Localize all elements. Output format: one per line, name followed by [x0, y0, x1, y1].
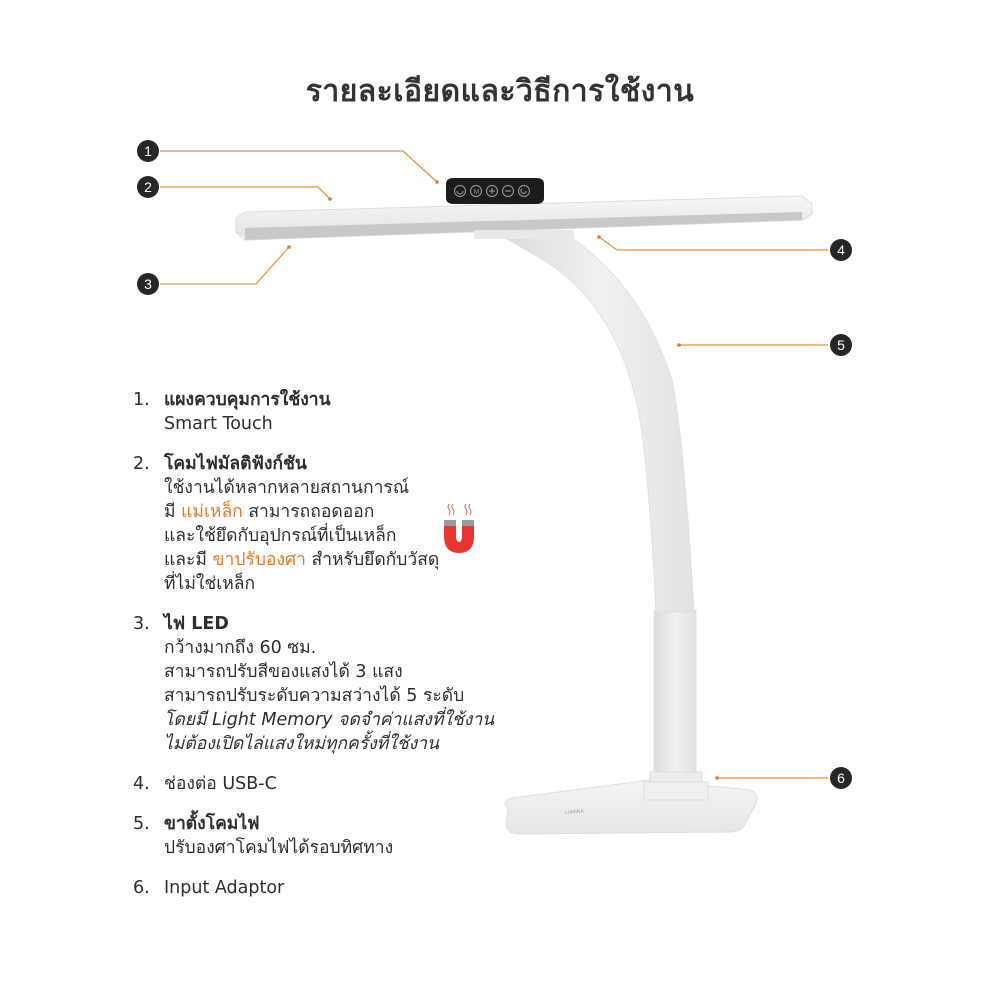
feature-number: 4.	[133, 774, 150, 794]
feature-text: มี	[164, 502, 176, 522]
feature-line: Smart Touch	[164, 414, 273, 434]
mode-icon	[469, 184, 483, 198]
svg-text:M: M	[474, 189, 480, 196]
page-title: รายละเอียดและวิธีการใช้งาน	[305, 74, 695, 109]
feature-line: ไม่ต้องเปิดไล่แสงใหม่ทุกครั้งที่ใช้งาน	[164, 734, 439, 754]
lamp-pole	[643, 609, 709, 801]
light-bar	[235, 195, 813, 241]
feature-item-6: 6. Input Adaptor	[133, 876, 553, 900]
power-icon	[453, 184, 467, 198]
timer-icon	[517, 184, 531, 198]
feature-line: ใช้งานได้หลากหลายสถานการณ์	[164, 478, 410, 498]
feature-number: 1.	[133, 390, 150, 410]
feature-heading: แผงควบคุมการใช้งาน	[164, 390, 331, 410]
feature-list: 1. แผงควบคุมการใช้งาน Smart Touch 2. โคม…	[133, 388, 553, 916]
callout-badge-6: 6	[830, 767, 852, 789]
feature-item-2: 2. โคมไฟมัลติฟังก์ชัน ใช้งานได้หลากหลายส…	[133, 452, 553, 596]
feature-line: ปรับองศาโคมไฟได้รอบทิศทาง	[164, 838, 394, 858]
feature-line: กว้างมากถึง 60 ซม.	[164, 638, 317, 658]
svg-text:LUMINA: LUMINA	[565, 809, 585, 816]
feature-heading: โคมไฟมัลติฟังก์ชัน	[164, 454, 307, 474]
magnet-highlight: แม่เหล็ก	[181, 502, 243, 522]
feature-text: และมี	[164, 550, 207, 570]
feature-number: 3.	[133, 614, 150, 634]
callout-badge-2: 2	[137, 176, 159, 198]
feature-number: 6.	[133, 878, 150, 898]
minus-icon	[501, 184, 515, 198]
feature-line: โดยมี Light Memory จดจำค่าแสงที่ใช้งาน	[164, 710, 495, 730]
feature-heading: Input Adaptor	[164, 878, 285, 898]
adjustable-angle-highlight: ขาปรับองศา	[212, 550, 306, 570]
magnet-icon	[444, 503, 474, 553]
feature-line: และใช้ยึดกับอุปกรณ์ที่เป็นเหล็ก	[164, 526, 397, 546]
feature-heading: ไฟ LED	[164, 614, 229, 634]
feature-heading: ขาตั้งโคมไฟ	[164, 814, 260, 834]
feature-item-3: 3. ไฟ LED กว้างมากถึง 60 ซม. สามารถปรับส…	[133, 612, 553, 756]
feature-line: และมี ขาปรับองศา สำหรับยึดกับวัสดุ	[164, 548, 553, 572]
feature-item-5: 5. ขาตั้งโคมไฟ ปรับองศาโคมไฟได้รอบทิศทาง	[133, 812, 553, 860]
feature-text: สามารถถอดออก	[248, 502, 375, 522]
smart-touch-panel: M	[446, 178, 544, 204]
feature-line: สามารถปรับสีของแสงได้ 3 แสง	[164, 662, 403, 682]
feature-item-1: 1. แผงควบคุมการใช้งาน Smart Touch	[133, 388, 553, 436]
feature-line: สามารถปรับระดับความสว่างได้ 5 ระดับ	[164, 686, 465, 706]
plus-icon	[485, 184, 499, 198]
callout-badge-4: 4	[830, 239, 852, 261]
lamp-arm	[503, 229, 695, 613]
feature-number: 2.	[133, 454, 150, 474]
callout-badge-3: 3	[137, 273, 159, 295]
callout-lines	[160, 150, 828, 779]
feature-text: สำหรับยึดกับวัสดุ	[311, 550, 440, 570]
feature-item-4: 4. ช่องต่อ USB-C	[133, 772, 553, 796]
feature-line: ที่ไม่ใช่เหล็ก	[164, 574, 256, 594]
feature-number: 5.	[133, 814, 150, 834]
feature-heading: ช่องต่อ USB-C	[164, 774, 277, 794]
callout-badge-1: 1	[137, 140, 159, 162]
callout-badge-5: 5	[830, 334, 852, 356]
feature-line: มี แม่เหล็ก สามารถถอดออก	[164, 500, 553, 524]
